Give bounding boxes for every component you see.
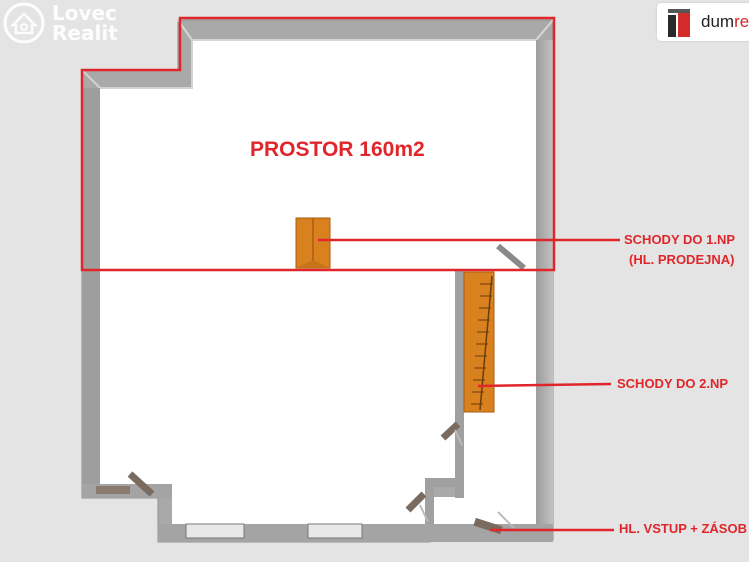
right-wall-face bbox=[536, 40, 553, 526]
door-bottom-left bbox=[96, 471, 155, 497]
wall-left-bevel bbox=[81, 40, 193, 89]
upper-room-floor bbox=[100, 40, 536, 270]
lovec-realit-logo: Lovec Realit bbox=[2, 0, 118, 46]
entrance-label: HL. VSTUP + ZÁSOB bbox=[619, 521, 747, 536]
logo-right-word: dumre bbox=[701, 12, 749, 31]
area-outline bbox=[80, 16, 556, 272]
partition-wall-step bbox=[425, 478, 462, 487]
lower-room-floor bbox=[100, 270, 462, 524]
area-label: PROSTOR 160m2 bbox=[250, 138, 425, 161]
stairs-2np-label: SCHODY DO 2.NP bbox=[617, 376, 729, 391]
window-bottom-1 bbox=[185, 523, 245, 539]
partition-wall-lower bbox=[425, 478, 434, 542]
door-upper-right bbox=[496, 243, 526, 271]
stairs-1np bbox=[295, 217, 331, 269]
leader-line-2np bbox=[477, 382, 612, 388]
partition-wall bbox=[455, 270, 464, 498]
door-partition-lower bbox=[405, 491, 429, 523]
window-bottom-2 bbox=[307, 523, 363, 539]
wall-top-bevel bbox=[177, 19, 554, 41]
stairs-1np-sublabel: (HL. PRODEJNA) bbox=[629, 252, 735, 267]
logo-left-line1: Lovec bbox=[52, 1, 117, 25]
door-partition-upper bbox=[440, 421, 463, 446]
stairs-1np-label: SCHODY DO 1.NP bbox=[624, 232, 736, 247]
building-logo-icon bbox=[668, 9, 690, 37]
logo-left-line2: Realit bbox=[52, 21, 118, 45]
left-wall-face bbox=[82, 88, 100, 484]
dumrealit-logo: dumre bbox=[657, 3, 749, 41]
stairs-2np bbox=[463, 271, 495, 413]
house-logo-icon bbox=[3, 2, 45, 44]
